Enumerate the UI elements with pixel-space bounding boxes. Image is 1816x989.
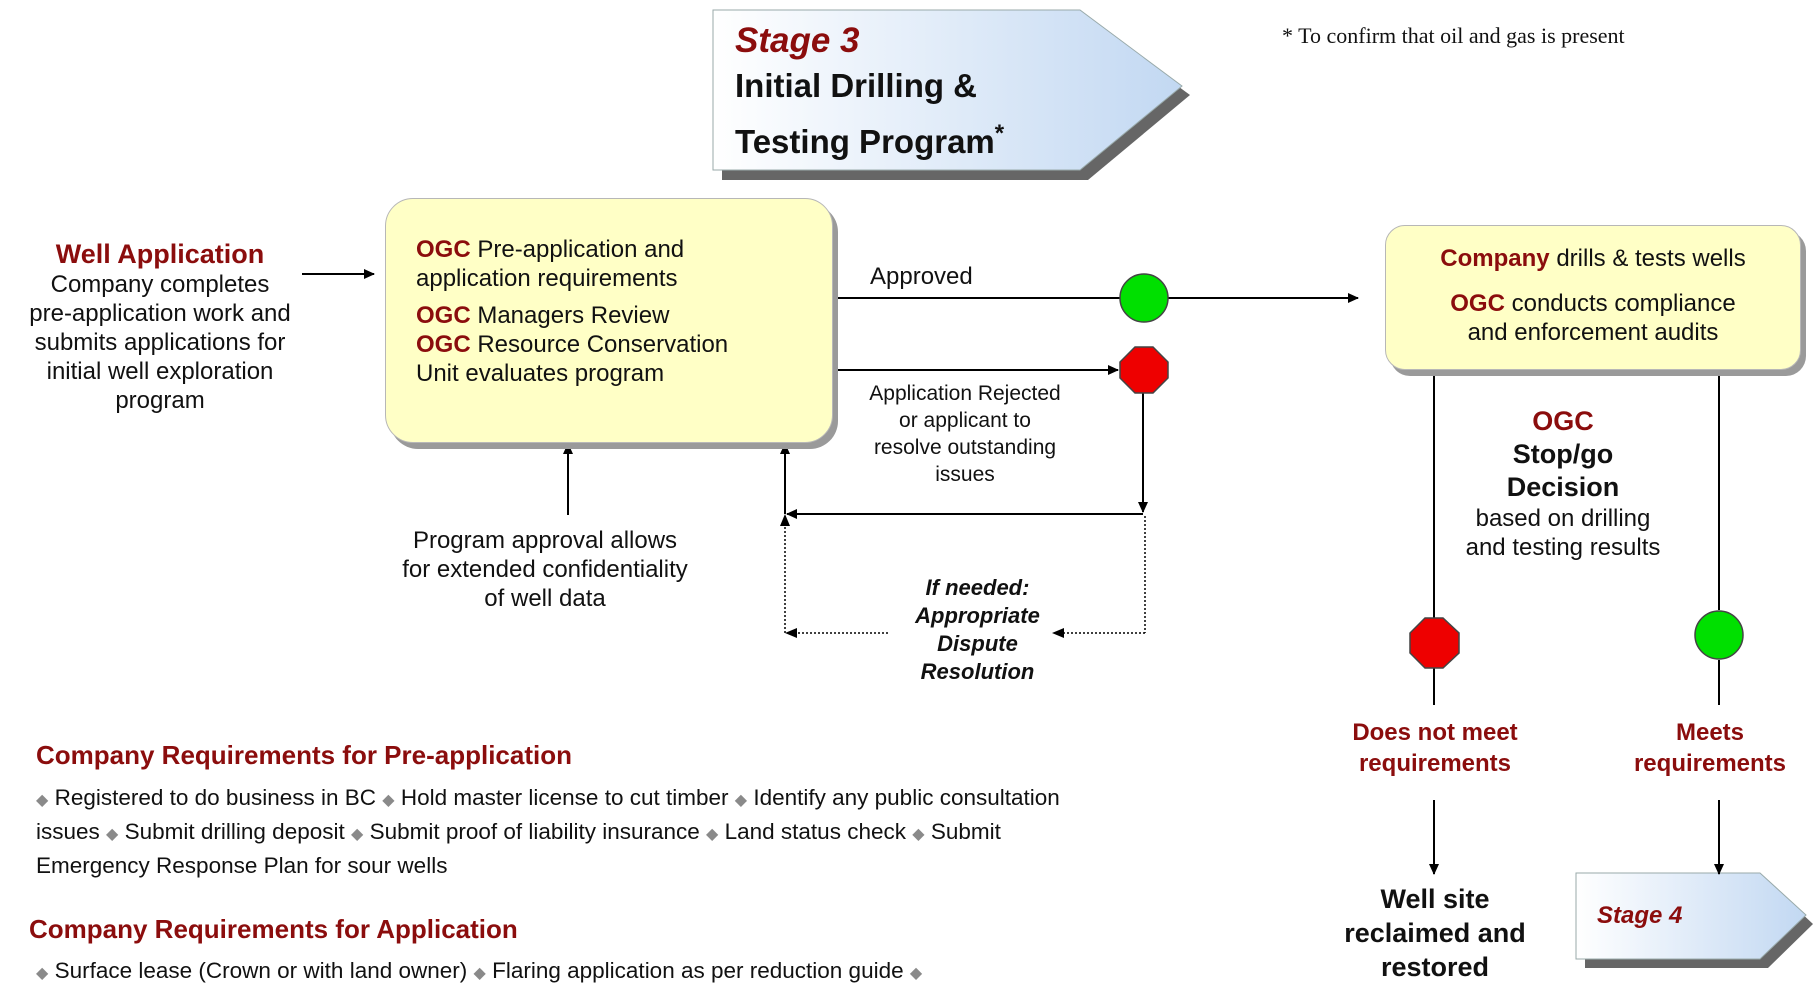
decision-stop-signal xyxy=(1409,617,1460,669)
diamond-bullet-icon: ◆ xyxy=(473,965,486,982)
pre-app-list: ◆ Registered to do business in BC ◆ Hold… xyxy=(36,782,1076,881)
dispute-line: Appropriate xyxy=(915,603,1040,628)
dispute-line: Resolution xyxy=(920,659,1035,684)
pre-app-item: Registered to do business in BC xyxy=(54,785,377,810)
pre-app-item: Land status check xyxy=(724,819,906,844)
program-approval-line: of well data xyxy=(484,585,606,612)
pre-app-heading: Company Requirements for Pre-application xyxy=(36,740,572,770)
ogc-review-box: OGC Pre-application and application requ… xyxy=(385,198,833,443)
dispute-path xyxy=(784,516,1146,634)
diamond-bullet-icon: ◆ xyxy=(106,826,119,843)
well-site-line: Well site xyxy=(1380,884,1490,914)
well-site-line: reclaimed and xyxy=(1344,918,1526,948)
does-not-meet-label: Does not meet requirements xyxy=(1310,717,1560,779)
stage3-title-line1: Initial Drilling & xyxy=(735,67,978,104)
app-item: Surface lease (Crown or with land owner) xyxy=(54,958,468,983)
dispute-arrowhead-left xyxy=(785,628,797,638)
company-line3: and enforcement audits xyxy=(1467,319,1719,346)
rejected-line-text: issues xyxy=(935,463,995,486)
stage3-shape xyxy=(712,9,1190,180)
pre-app-item: Identify any public consultation issues xyxy=(36,785,1060,844)
pre-app-item: Hold master license to cut timber xyxy=(400,785,729,810)
diamond-bullet-icon: ◆ xyxy=(706,826,719,843)
diamond-bullet-icon: ◆ xyxy=(909,965,923,982)
diamond-bullet-icon: ◆ xyxy=(734,792,748,809)
company-line2: conducts compliance xyxy=(1504,290,1736,317)
well-application-title: Well Application xyxy=(55,239,265,269)
rejected-line-text: Application Rejected xyxy=(869,382,1061,405)
well-application-line: pre-application work and xyxy=(29,300,291,327)
decision-block: OGC Stop/go Decision based on drilling a… xyxy=(1440,405,1686,562)
rejected-line-text: resolve outstanding xyxy=(873,436,1057,459)
rejected-block: Application Rejected or applicant to res… xyxy=(840,380,1090,488)
pre-app-item: Submit proof of liability insurance xyxy=(369,819,700,844)
rejected-line-text: or applicant to xyxy=(899,409,1031,432)
program-approval-line: Program approval allows xyxy=(412,527,678,554)
app-item: Flaring application as per reduction gui… xyxy=(492,958,904,983)
ogc-org: OGC xyxy=(416,236,471,263)
ogc-org: OGC xyxy=(416,331,471,358)
diamond-bullet-icon: ◆ xyxy=(36,792,49,809)
well-application-line: initial well exploration xyxy=(46,358,274,385)
ogc-line2: application requirements xyxy=(416,265,678,292)
meets-label: Meets requirements xyxy=(1610,717,1810,779)
diamond-bullet-icon: ◆ xyxy=(382,792,395,809)
decision-go-signal xyxy=(1694,610,1744,660)
dispute-block: If needed: Appropriate Dispute Resolutio… xyxy=(890,574,1065,686)
well-application-line: Company completes xyxy=(50,271,270,298)
stage4-shape xyxy=(1575,872,1813,968)
stage4-label: Stage 4 xyxy=(1597,902,1683,929)
well-application-line: program xyxy=(115,387,205,414)
app-list: ◆ Surface lease (Crown or with land owne… xyxy=(36,955,1136,989)
approved-label: Approved xyxy=(870,263,973,290)
dispute-line: If needed: xyxy=(925,575,1030,600)
company-line1: drills & tests wells xyxy=(1549,245,1746,272)
rejected-stop-signal xyxy=(1119,346,1169,394)
stage3-asterisk: * xyxy=(994,120,1005,147)
well-site-line: restored xyxy=(1380,952,1490,982)
decision-org: OGC xyxy=(1532,406,1594,436)
program-approval-line: for extended confidentiality xyxy=(402,556,688,583)
meets-line: requirements xyxy=(1633,750,1787,777)
ogc-org: OGC xyxy=(1450,290,1505,317)
well-site-block: Well site reclaimed and restored xyxy=(1320,882,1550,984)
ogc-line5: Unit evaluates program xyxy=(416,360,665,387)
decision-line1: Stop/go xyxy=(1512,439,1614,469)
dispute-line: Dispute xyxy=(937,631,1018,656)
stage3-title-block: Stage 3 Initial Drilling & Testing Progr… xyxy=(735,20,1004,166)
does-not-meet-line: requirements xyxy=(1358,750,1512,777)
pre-app-item: Submit Emergency Response Plan for sour … xyxy=(36,819,1001,878)
approved-go-signal xyxy=(1119,273,1169,323)
dispute-arrowhead-up xyxy=(780,514,790,526)
ogc-line1: Pre-application and xyxy=(470,236,685,263)
ogc-org: OGC xyxy=(416,302,471,329)
does-not-meet-line: Does not meet xyxy=(1352,719,1518,746)
meets-line: Meets xyxy=(1675,719,1745,746)
decision-line4: and testing results xyxy=(1465,534,1661,561)
pre-app-item: Submit drilling deposit xyxy=(124,819,345,844)
diamond-bullet-icon: ◆ xyxy=(36,965,49,982)
stage3-label: Stage 3 xyxy=(735,21,860,60)
stage3-title-line2: Testing Program xyxy=(735,123,995,160)
diamond-bullet-icon: ◆ xyxy=(912,826,925,843)
well-application-line: submits applications for xyxy=(34,329,286,356)
company-box: Company drills & tests wells OGC conduct… xyxy=(1385,225,1801,370)
ogc-line4: Resource Conservation xyxy=(470,331,729,358)
program-approval-block: Program approval allows for extended con… xyxy=(375,526,715,613)
app-heading: Company Requirements for Application xyxy=(29,914,518,944)
well-application-block: Well Application Company completes pre-a… xyxy=(0,238,320,415)
decision-line3: based on drilling xyxy=(1475,505,1651,532)
dispute-arrowhead-right xyxy=(1052,628,1064,638)
ogc-line3: Managers Review xyxy=(470,302,670,329)
company-org: Company xyxy=(1440,245,1550,272)
footnote: * To confirm that oil and gas is present xyxy=(1282,23,1625,48)
decision-line2: Decision xyxy=(1506,472,1620,502)
diamond-bullet-icon: ◆ xyxy=(351,826,364,843)
